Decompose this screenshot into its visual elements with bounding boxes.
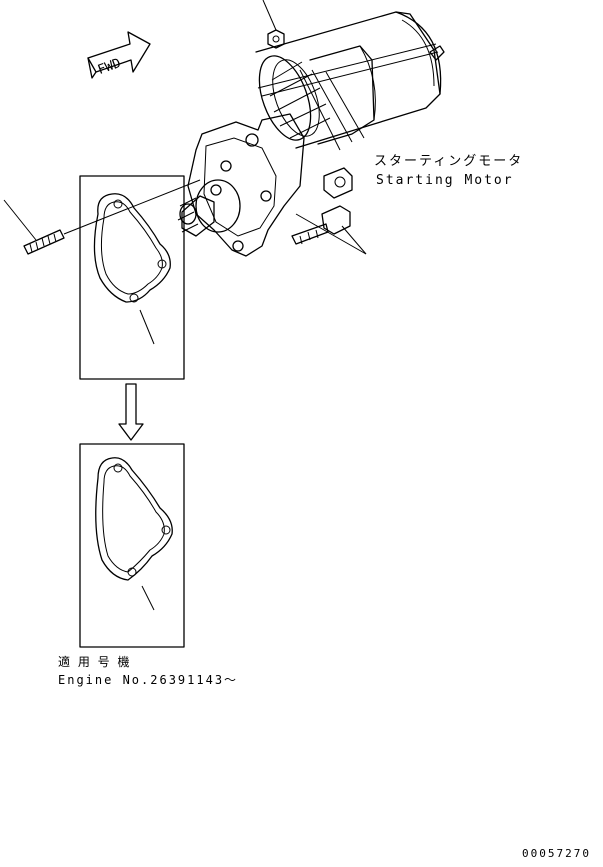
starting-motor-label-jp: スターティングモータ bbox=[374, 154, 523, 169]
gasket-box-new bbox=[79, 443, 185, 648]
applicable-serial-en: Engine No.26391143～ bbox=[58, 673, 238, 687]
starting-motor-drawing bbox=[177, 11, 445, 257]
fwd-label: FWD bbox=[96, 56, 123, 78]
stud-bolt bbox=[3, 179, 201, 255]
fwd-arrow-icon: FWD bbox=[87, 31, 151, 79]
applicable-serial-jp: 適 用 号 機 bbox=[58, 654, 131, 669]
replacement-arrow-icon bbox=[118, 383, 144, 441]
nut-part bbox=[262, 0, 285, 49]
gasket-box-old bbox=[79, 175, 185, 380]
drawing-number: 00057270 bbox=[522, 847, 591, 860]
starting-motor-label-en: Starting Motor bbox=[376, 173, 514, 188]
mounting-bolt bbox=[291, 205, 367, 255]
